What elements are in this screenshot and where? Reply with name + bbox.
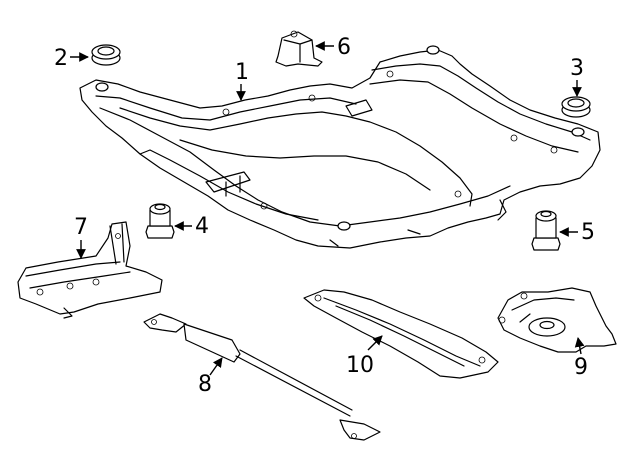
callout-5: 5 xyxy=(559,220,595,245)
callout-number-8: 8 xyxy=(198,372,212,397)
callout-number-1: 1 xyxy=(235,60,249,85)
callout-number-10: 10 xyxy=(346,353,374,378)
callout-10: 10 xyxy=(346,335,383,378)
callout-number-2: 2 xyxy=(54,46,68,71)
crossmember-subframe xyxy=(79,45,601,249)
callout-number-9: 9 xyxy=(574,355,588,380)
bushing-3 xyxy=(561,96,591,118)
brace-10 xyxy=(303,289,499,379)
mount-bushing-4 xyxy=(145,203,175,239)
stopper-bracket-6 xyxy=(275,30,323,67)
callout-8: 8 xyxy=(198,357,223,397)
callout-number-4: 4 xyxy=(195,214,209,239)
bushing-2 xyxy=(91,44,121,66)
mount-bushing-5 xyxy=(531,210,561,251)
callout-6: 6 xyxy=(315,35,351,60)
callout-7: 7 xyxy=(74,215,88,259)
brace-rod-8 xyxy=(143,313,381,441)
bracket-9 xyxy=(497,287,617,353)
callout-9: 9 xyxy=(574,337,588,380)
callout-number-7: 7 xyxy=(74,215,88,240)
callout-number-3: 3 xyxy=(570,56,584,81)
callout-2: 2 xyxy=(54,46,89,71)
callout-1: 1 xyxy=(235,60,249,101)
callout-4: 4 xyxy=(174,214,209,239)
bracket-7 xyxy=(17,221,163,319)
callout-3: 3 xyxy=(570,56,584,97)
callout-number-6: 6 xyxy=(337,35,351,60)
callout-number-5: 5 xyxy=(581,220,595,245)
